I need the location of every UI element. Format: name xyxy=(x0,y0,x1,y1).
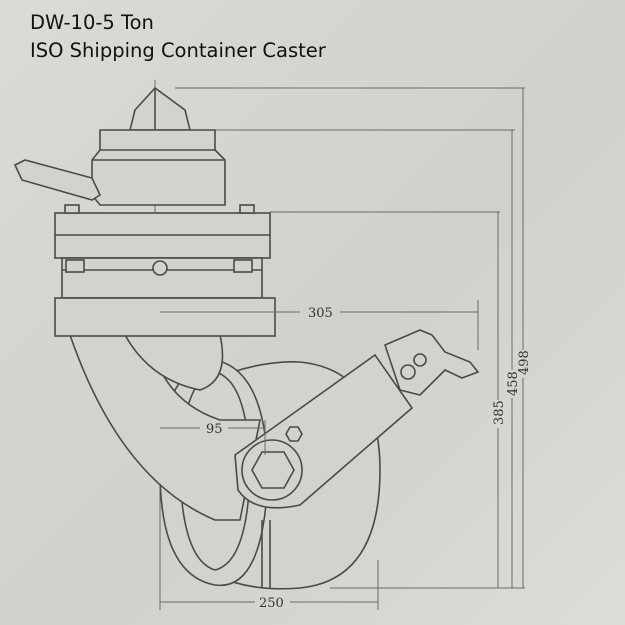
bearing-ring xyxy=(61,257,263,299)
dimension-385-label: 385 xyxy=(492,400,507,425)
lever-arm[interactable] xyxy=(234,329,480,509)
dimension-95: 95 xyxy=(160,420,266,455)
dimension-250: 250 xyxy=(160,596,378,611)
dimension-498: 498 xyxy=(517,88,532,588)
dimension-305-label: 305 xyxy=(308,306,333,321)
mounting-plate xyxy=(54,297,276,337)
product-name: ISO Shipping Container Caster xyxy=(30,39,326,62)
brake-handle[interactable] xyxy=(13,159,102,201)
dimension-95-label: 95 xyxy=(206,422,223,437)
dimension-250-label: 250 xyxy=(259,596,284,611)
dimension-305: 305 xyxy=(160,306,478,321)
dimension-385: 385 xyxy=(492,212,507,588)
model-name: DW-10-5 Ton xyxy=(30,11,154,34)
dimension-498-label: 498 xyxy=(517,350,532,375)
kingpin-cone xyxy=(128,86,192,131)
swivel-head xyxy=(91,129,226,206)
top-flange xyxy=(54,204,271,259)
dimension-458-label: 458 xyxy=(506,371,521,396)
title-block: DW-10-5 Ton ISO Shipping Container Caste… xyxy=(30,9,326,65)
dimension-458: 458 xyxy=(506,130,521,588)
